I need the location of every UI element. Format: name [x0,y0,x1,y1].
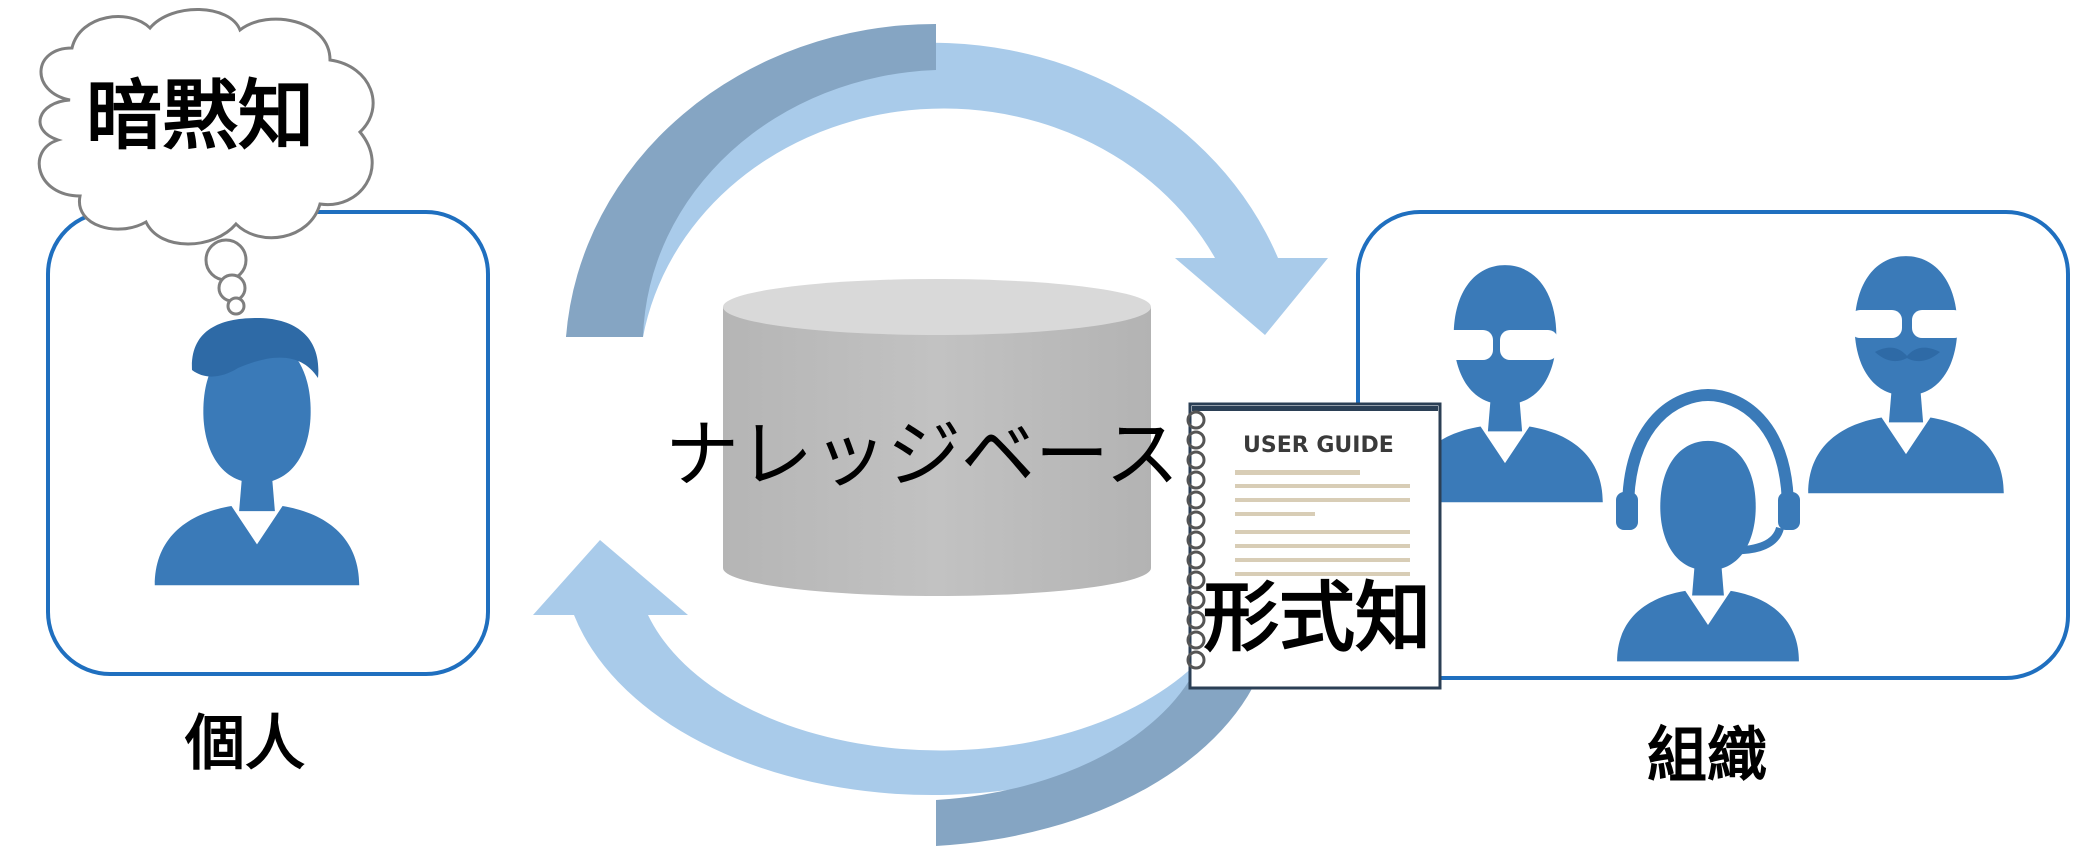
tacit-knowledge-label: 暗黙知 [86,71,314,160]
businessman-mustache-icon [1808,256,2004,494]
cycle-arrows [533,23,1328,846]
guide-text-rules [1235,470,1410,576]
individual-caption: 個人 [184,709,305,779]
cycle-arrow-bottom [533,540,1265,796]
operator-headset-icon [1616,388,1800,662]
individual-group: 暗黙知 個人 [37,8,490,779]
cycle-arrow-top-shade [566,23,936,338]
user-guide-title: USER GUIDE [1243,433,1394,458]
cycle-arrow-bottom-shade [936,660,1265,846]
database-cylinder-icon [723,279,1151,596]
businessman-glasses-icon [1407,265,1603,503]
user-guide-notebook-icon: USER GUIDE [1186,402,1442,690]
explicit-knowledge-label: 形式知 [1203,573,1431,662]
notebook-spiral [1186,410,1206,670]
organization-group [1356,210,2070,680]
thought-cloud-icon [37,8,375,316]
knowledge-base-label: ナレッジベース [665,412,1179,498]
businessman-hair [191,318,319,378]
organization-caption: 組織 [1647,721,1767,791]
